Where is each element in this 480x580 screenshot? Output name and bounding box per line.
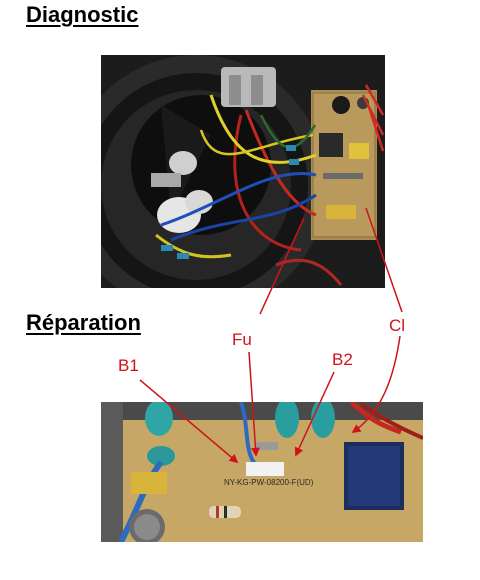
diagnostic-photo xyxy=(101,55,385,288)
reparation-heading: Réparation xyxy=(26,310,141,335)
callout-fu: Fu xyxy=(232,330,252,349)
callout-cl: Cl xyxy=(389,316,406,335)
callout-b1: B1 xyxy=(118,356,139,375)
board-marking: NY-KG-PW-08200-F(UD) xyxy=(224,478,314,487)
callout-b2: B2 xyxy=(332,350,353,369)
diagnostic-heading: Diagnostic xyxy=(26,2,139,27)
reparation-photo: NY-KG-PW-08200-F(UD) xyxy=(101,402,423,542)
